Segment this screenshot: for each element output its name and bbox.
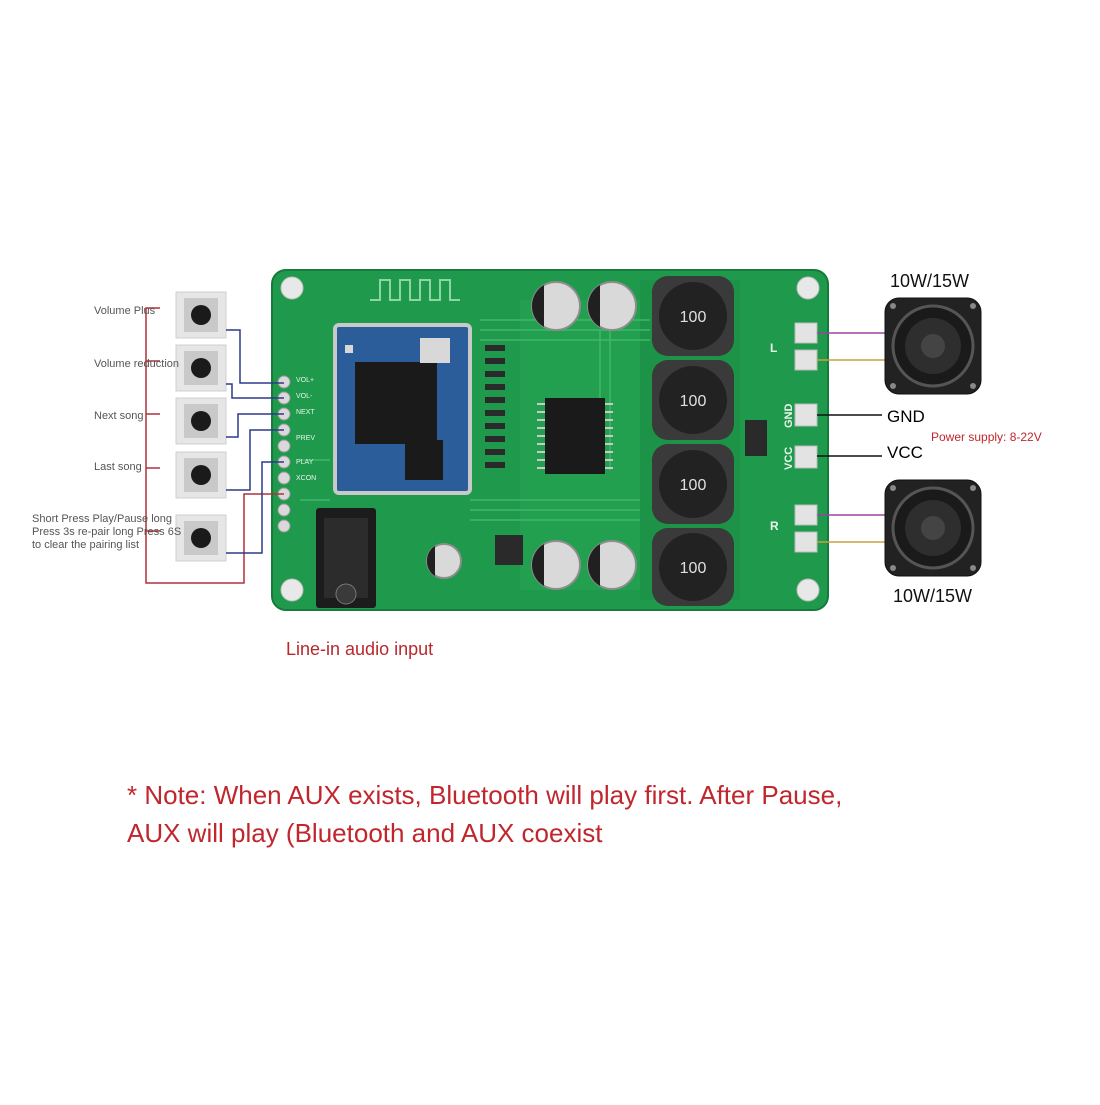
label-volume-reduction: Volume reduction: [94, 358, 179, 370]
speaker-left: [884, 297, 982, 395]
inductor-2-label: 100: [680, 393, 707, 410]
capacitor-4: [587, 540, 637, 590]
label-gnd: GND: [887, 407, 925, 426]
inductor-2: 100: [652, 360, 734, 440]
tact-button-play-pause[interactable]: [175, 514, 227, 562]
note-text: * Note: When AUX exists, Bluetooth will …: [127, 776, 947, 852]
silk-vcc: VCC: [783, 447, 795, 470]
label-speaker-right-rating: 10W/15W: [893, 586, 973, 606]
tact-buttons: [175, 291, 227, 562]
silk-l: L: [770, 341, 777, 355]
inductors: 100 100 100 100: [652, 276, 734, 606]
tact-button-volume-plus[interactable]: [175, 291, 227, 339]
label-line-in: Line-in audio input: [286, 639, 434, 659]
capacitor-small: [426, 543, 462, 579]
inductor-4-label: 100: [680, 560, 707, 577]
button-wires: [145, 307, 284, 584]
audio-jack: [316, 508, 376, 608]
amplifier-chip: [537, 398, 613, 474]
pcb-board: VOL+ VOL- NEXT PREV PLAY XCON: [271, 269, 829, 611]
silk-vol-minus: VOL-: [296, 393, 313, 400]
output-wires: [817, 332, 892, 543]
silk-r: R: [770, 519, 779, 533]
label-last-song: Last song: [94, 461, 142, 473]
tact-button-last-song[interactable]: [175, 451, 227, 499]
label-next-song: Next song: [94, 410, 144, 422]
tact-button-next-song[interactable]: [175, 397, 227, 445]
silk-vol-plus: VOL+: [296, 377, 314, 384]
note-line-2: AUX will play (Bluetooth and AUX coexist: [127, 818, 603, 848]
silk-next: NEXT: [296, 409, 315, 416]
bluetooth-module: [333, 323, 472, 495]
silk-xcon: XCON: [296, 475, 316, 482]
mounting-holes: [280, 276, 820, 602]
capacitor-3: [531, 540, 581, 590]
label-power-supply: Power supply: 8-22V: [931, 430, 1042, 444]
label-speaker-left-rating: 10W/15W: [890, 271, 970, 291]
inductor-3-label: 100: [680, 477, 707, 494]
speaker-right: [884, 479, 982, 577]
smd-components: [485, 345, 767, 565]
inductor-1-label: 100: [680, 309, 707, 326]
bluetooth-antenna: [370, 279, 460, 301]
capacitor-2: [587, 281, 637, 331]
label-volume-plus: Volume Plus: [94, 305, 156, 317]
inductor-3: 100: [652, 444, 734, 524]
capacitor-1: [531, 281, 581, 331]
silk-prev: PREV: [296, 435, 315, 442]
inductor-4: 100: [652, 528, 734, 606]
capacitors: [426, 281, 637, 590]
label-vcc: VCC: [887, 443, 923, 462]
silk-play: PLAY: [296, 459, 314, 466]
tact-button-volume-reduction[interactable]: [175, 344, 227, 392]
note-line-1: * Note: When AUX exists, Bluetooth will …: [127, 780, 843, 810]
inductor-1: 100: [652, 276, 734, 356]
label-play-pause: Short Press Play/Pause long Press 3s re-…: [32, 513, 182, 551]
silk-gnd: GND: [783, 404, 795, 429]
